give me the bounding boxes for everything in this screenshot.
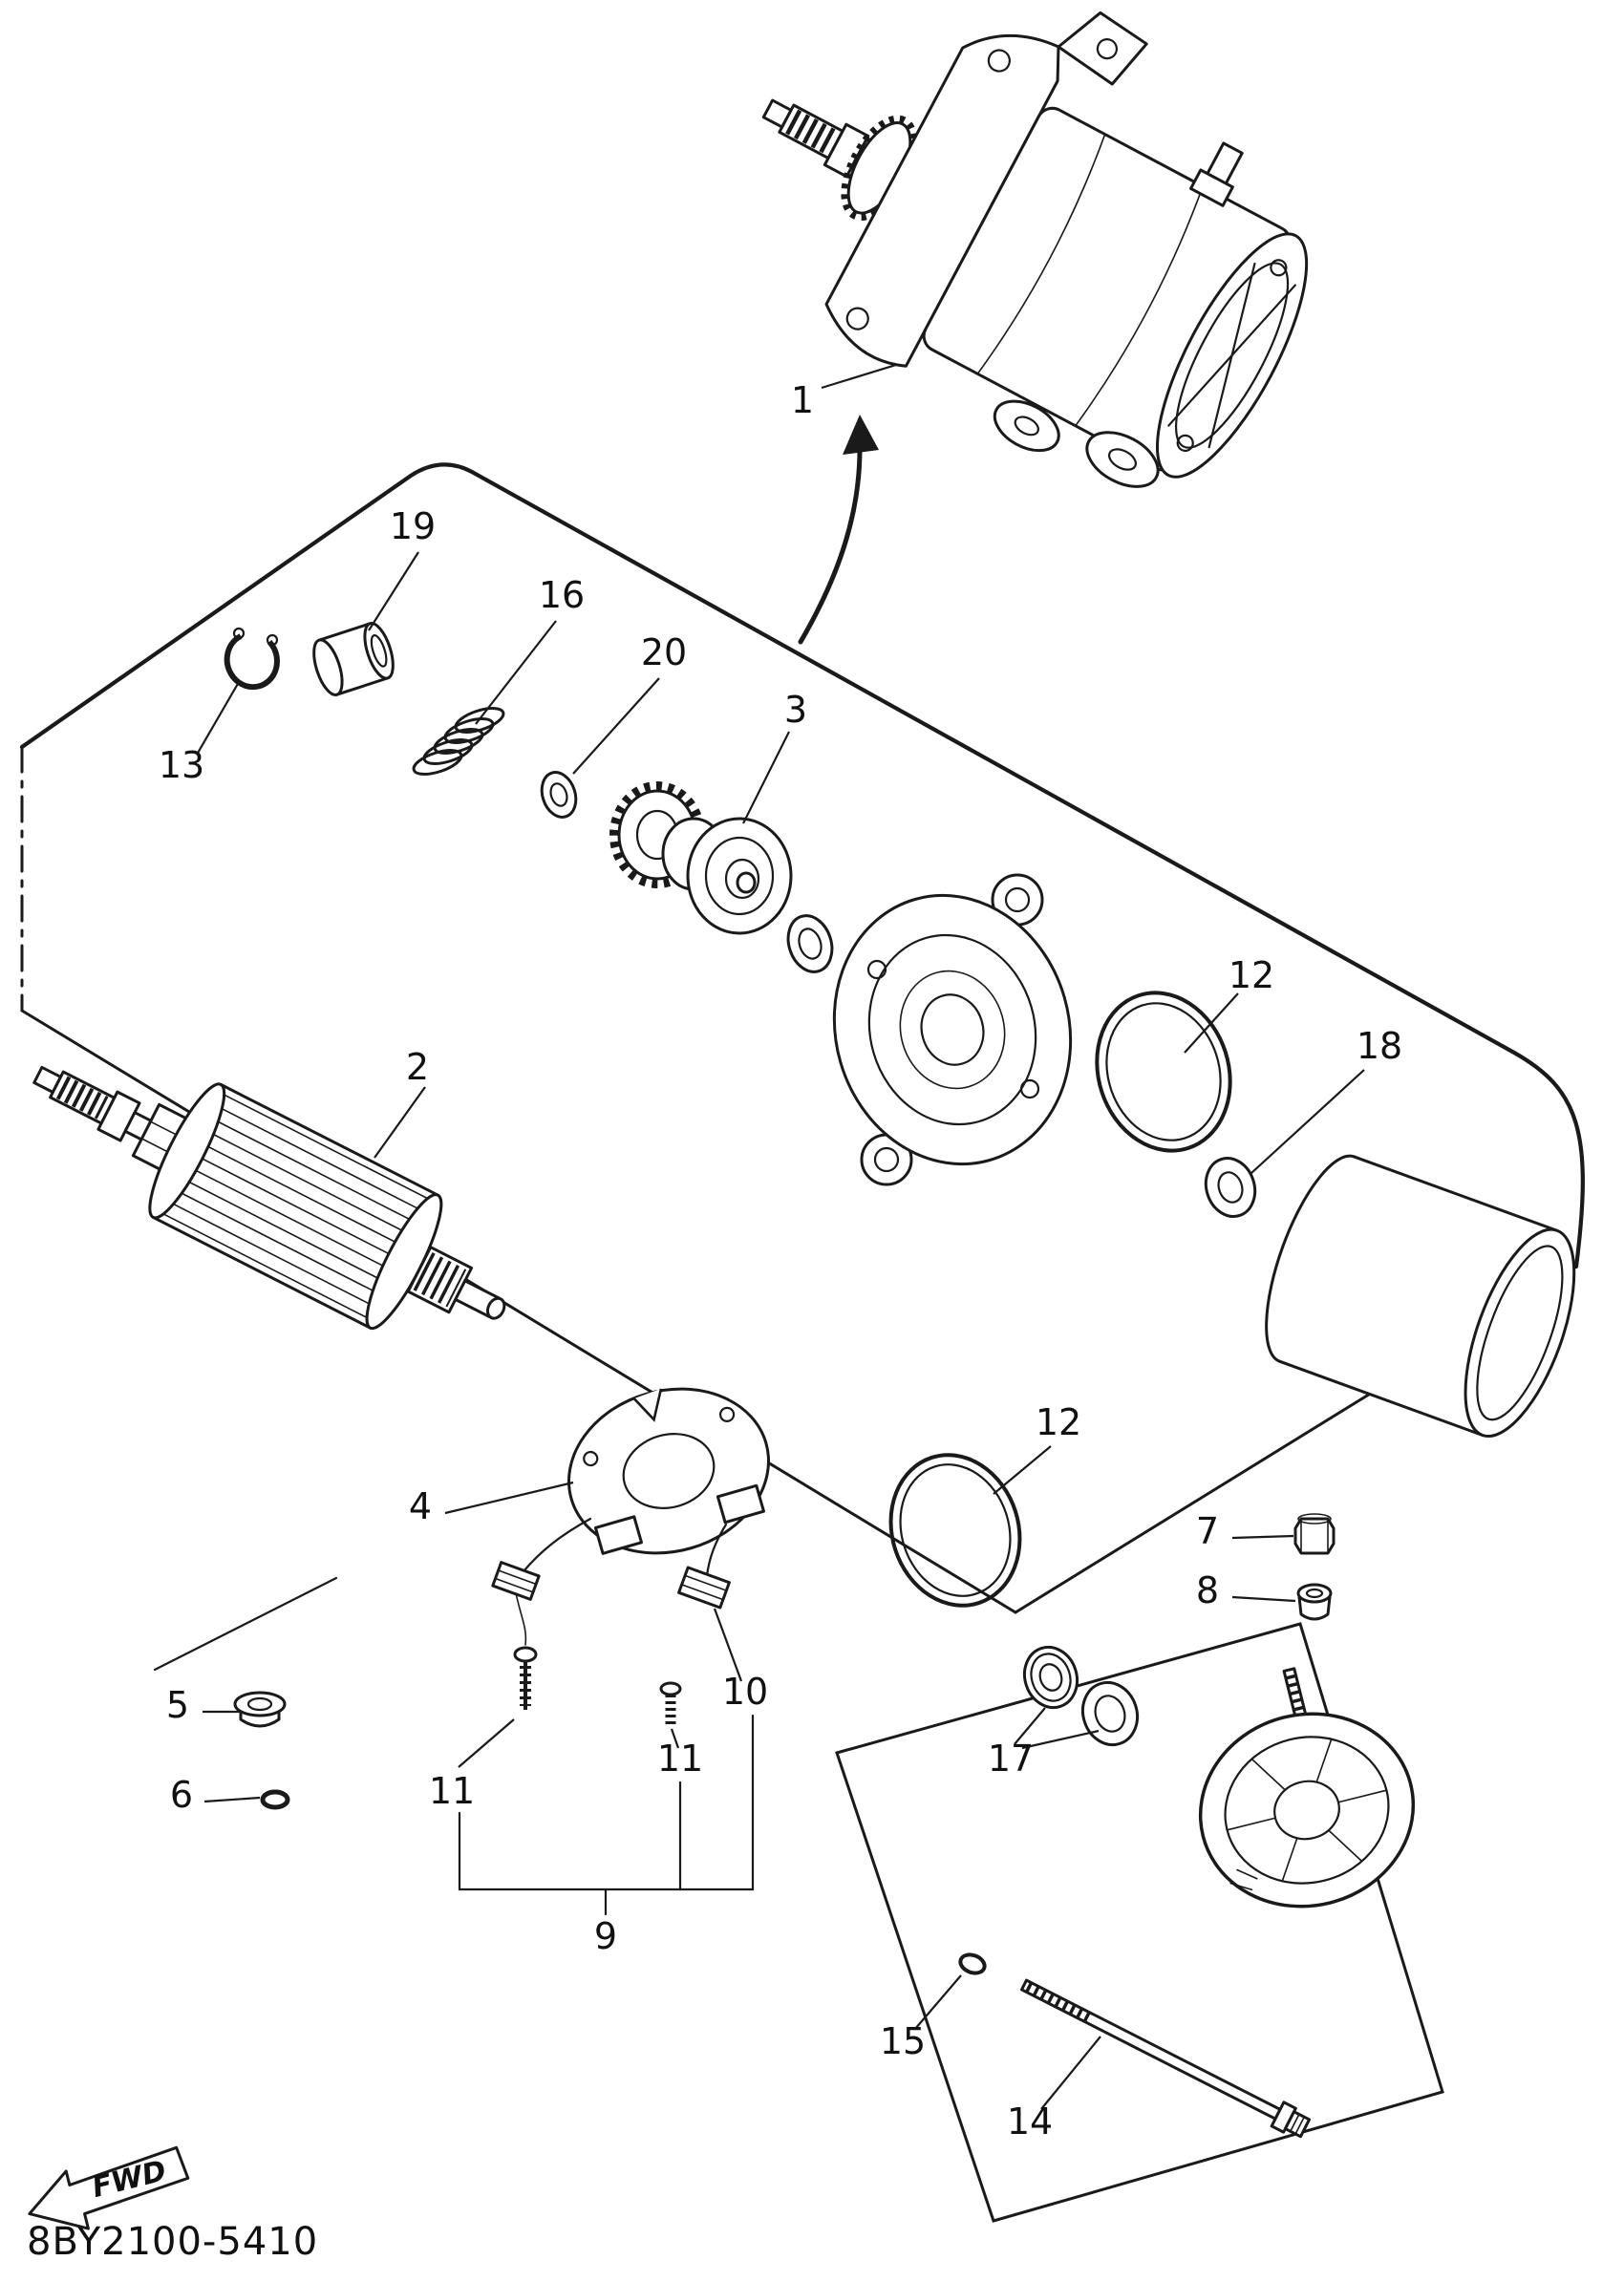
o-ring-12-lower [888,1453,1022,1608]
brush-wire-right [705,1523,728,1578]
callout-12-lower: 12 [1036,1401,1081,1443]
callout-20: 20 [641,631,687,673]
callout-9: 9 [594,1915,617,1957]
leader-7 [1231,1534,1294,1540]
callout-5: 5 [166,1684,189,1726]
spring-16 [412,707,505,776]
leader-12-upper [1184,992,1239,1054]
rear-cover [1198,1667,1416,1909]
o-ring-6 [260,1789,290,1810]
leader-15 [914,1974,962,2030]
pinion-gear-3 [609,781,793,935]
seal-17a [1022,1645,1079,1710]
callout-11-right: 11 [657,1738,703,1780]
callout-17: 17 [988,1738,1034,1780]
leader-19 [368,551,419,631]
nut-7 [1293,1513,1336,1555]
exploded-band-frame [19,462,1585,2223]
bushing-19 [312,622,395,696]
callout-1: 1 [791,379,814,421]
callout-11-left: 11 [429,1770,475,1812]
callout-13: 13 [159,744,204,786]
leader-lines [196,363,1365,2110]
callout-18: 18 [1357,1025,1402,1067]
callout-16: 16 [539,574,585,616]
spacer-washer [786,914,834,973]
bolt-14 [1020,1978,1312,2139]
washer-17b [1080,1680,1140,1747]
grommet-5 [233,1691,287,1728]
leader-8 [1231,1595,1296,1603]
brush-10 [677,1566,731,1610]
leader-17a [1014,1707,1046,1745]
leader-1 [821,363,897,390]
leader-2 [374,1086,426,1159]
callout-19: 19 [390,505,436,547]
leader-13 [196,681,240,756]
washer-18 [1204,1157,1257,1218]
callout-8: 8 [1196,1569,1219,1611]
callout-10: 10 [722,1671,768,1713]
leader-14 [1040,2036,1101,2110]
leader-12-lower [993,1445,1052,1495]
leader-10 [713,1608,743,1682]
brush-wire-left [522,1517,592,1573]
assembly-arrow [798,415,879,645]
leader-11-right [670,1728,680,1749]
callout-6: 6 [170,1774,193,1816]
bracket-9-lines [458,1714,755,1916]
leader-11-left [458,1718,515,1768]
screw-11-right [659,1681,682,1725]
leader-3 [742,731,790,824]
leader-20 [572,677,660,775]
callout-3: 3 [784,689,807,731]
snap-ring-13 [224,627,280,691]
callout-4: 4 [409,1485,432,1527]
leader-18 [1250,1069,1365,1174]
terminal-screw-11 [513,1592,538,1710]
starter-motor-assembly [761,11,1309,488]
washer-15 [958,1952,987,1975]
callout-7: 7 [1196,1510,1219,1552]
leader-17b [1021,1729,1100,1750]
grommet-8 [1296,1583,1333,1621]
washer-20 [540,771,578,819]
callouts: 1 2 3 4 5 6 7 8 9 10 11 11 12 12 13 14 1… [159,379,1402,2143]
callout-2: 2 [406,1046,429,1088]
callout-15: 15 [880,2020,926,2062]
brush-plate-4 [567,1387,770,1555]
callout-12-upper: 12 [1229,954,1274,996]
yoke-housing [1265,1154,1576,1439]
front-bracket [832,873,1073,1186]
leader-16 [475,620,557,725]
leader-6 [203,1796,261,1803]
leader-4 [444,1481,574,1515]
o-ring-12-upper [1095,991,1232,1153]
callout-14: 14 [1007,2101,1053,2143]
brush-11-left [491,1561,541,1601]
armature-2 [32,1065,506,1331]
diagram-code: 8BY2100-5410 [27,2220,318,2264]
